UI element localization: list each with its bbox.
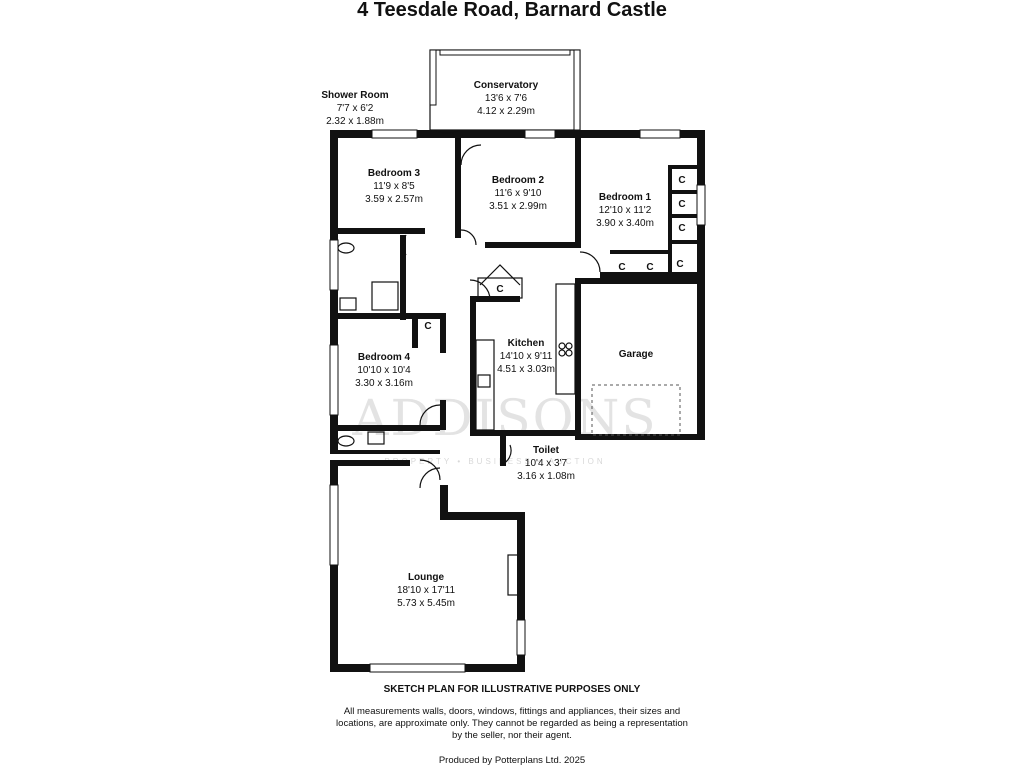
room-shower-name: Shower Room	[321, 90, 388, 101]
room-bed4-metric: 3.30 x 3.16m	[355, 378, 413, 389]
room-kitchen-name: Kitchen	[508, 338, 545, 349]
cupboard-label: C	[496, 284, 503, 295]
room-conservatory-imperial: 13'6 x 7'6	[485, 93, 528, 104]
room-bed1-imperial: 12'10 x 11'2	[599, 205, 652, 216]
room-lounge-metric: 5.73 x 5.45m	[397, 598, 455, 609]
hall-cupboard	[477, 264, 523, 299]
room-bed1-name: Bedroom 1	[599, 192, 652, 203]
windows	[329, 129, 706, 673]
room-shower-imperial: 7'7 x 6'2	[337, 103, 374, 114]
cupboard-label: C	[618, 262, 625, 273]
room-bed4-name: Bedroom 4	[358, 352, 411, 363]
room-bed1-metric: 3.90 x 3.40m	[596, 218, 654, 229]
bathroom-fittings	[337, 242, 399, 447]
watermark-tagline: PROPERTY • BUSINESS • AUCTION	[384, 457, 605, 466]
kitchen-fittings	[475, 283, 576, 431]
room-bed3-imperial: 11'9 x 8'5	[373, 181, 415, 192]
disclaimer-heading: SKETCH PLAN FOR ILLUSTRATIVE PURPOSES ON…	[383, 684, 641, 695]
cupboard-label: C	[678, 223, 685, 234]
room-conservatory-metric: 4.12 x 2.29m	[477, 106, 535, 117]
room-bed2-name: Bedroom 2	[492, 175, 545, 186]
room-toilet-imperial: 10'4 x 3'7	[525, 458, 568, 469]
room-kitchen-imperial: 14'10 x 9'11	[500, 351, 553, 362]
room-bed4-imperial: 10'10 x 10'4	[357, 365, 411, 376]
room-bed2-imperial: 11'6 x 9'10	[494, 188, 541, 199]
cupboard-label: C	[676, 259, 683, 270]
disclaimer-text: All measurements walls, doors, windows, …	[336, 706, 688, 741]
credit-line: Produced by Potterplans Ltd. 2025	[438, 755, 586, 766]
room-bed3-name: Bedroom 3	[368, 168, 421, 179]
cupboard-labels: C C C C C C C C	[424, 175, 685, 332]
fireplace	[507, 554, 521, 596]
cupboard-label: C	[678, 175, 685, 186]
cupboard-label: C	[678, 199, 685, 210]
cupboard-label: C	[646, 262, 653, 273]
cupboard-label: C	[424, 321, 431, 332]
room-lounge-imperial: 18'10 x 17'11	[397, 585, 456, 596]
garage-door	[591, 384, 681, 436]
room-kitchen-metric: 4.51 x 3.03m	[497, 364, 555, 375]
page-title: 4 Teesdale Road, Barnard Castle	[357, 0, 667, 21]
doors	[402, 129, 601, 489]
room-lounge-name: Lounge	[408, 572, 445, 583]
room-bed3-metric: 3.59 x 2.57m	[365, 194, 423, 205]
room-toilet-metric: 3.16 x 1.08m	[517, 471, 575, 482]
room-toilet-name: Toilet	[533, 445, 560, 456]
room-labels: Conservatory 13'6 x 7'6 4.12 x 2.29m Shower…	[321, 80, 654, 609]
room-conservatory-name: Conservatory	[474, 80, 539, 91]
room-shower-metric: 2.32 x 1.88m	[326, 116, 384, 127]
room-garage-name: Garage	[619, 349, 654, 360]
room-bed2-metric: 3.51 x 2.99m	[489, 201, 547, 212]
